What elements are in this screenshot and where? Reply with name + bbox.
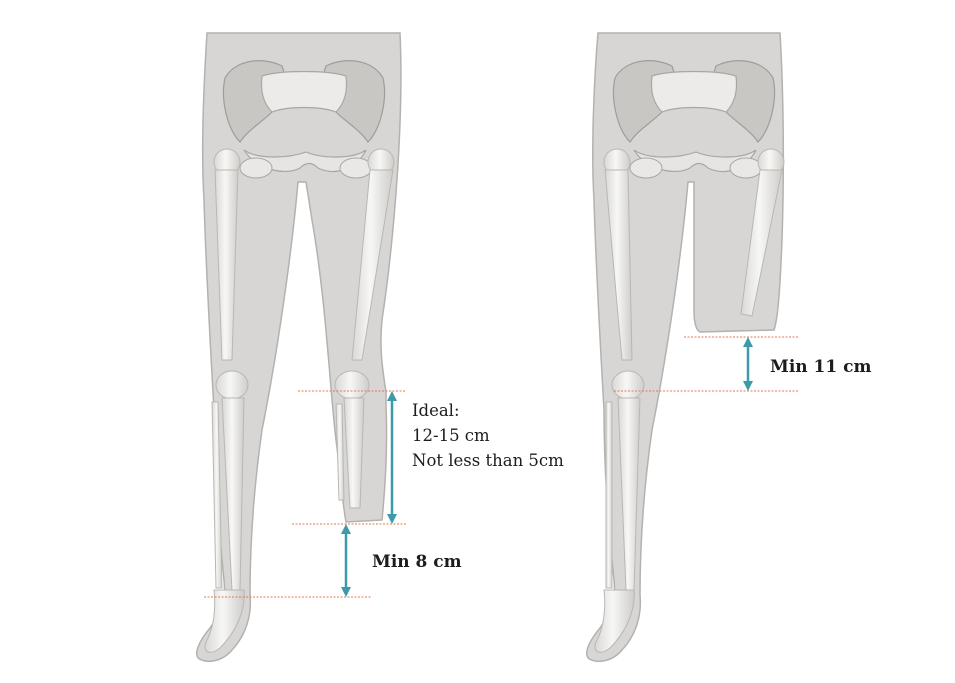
ideal-heading: Ideal: [412,398,564,423]
minimum-stump-note: Not less than 5cm [412,448,564,473]
right-figure [587,33,798,661]
ideal-range: 12-15 cm [412,423,564,448]
ideal-stump-length-label: Ideal: 12-15 cm Not less than 5cm [412,398,564,473]
min-11cm-label: Min 11 cm [770,357,871,377]
min-8cm-label: Min 8 cm [372,552,462,572]
